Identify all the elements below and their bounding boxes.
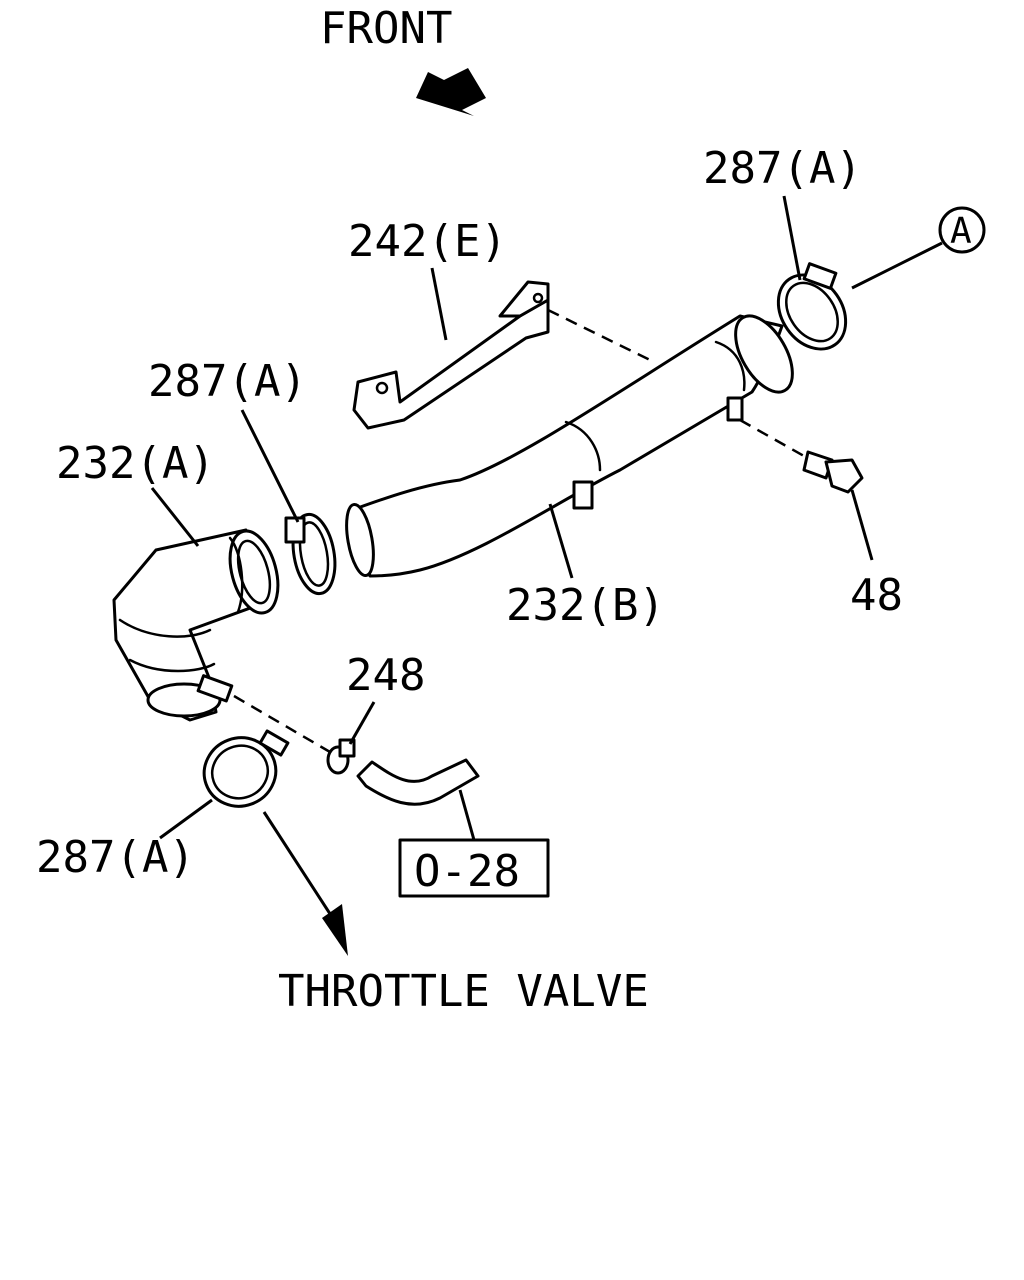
- leader-bracket: [430, 267, 448, 341]
- throttle-valve-arrow-icon: [322, 904, 348, 956]
- leader-clamp-bottom: [159, 798, 213, 840]
- hose-fitting-icon: [326, 738, 356, 775]
- clamp-top-right: [776, 262, 848, 351]
- callout-hose-fitting: 248: [346, 650, 425, 701]
- leader-hose-fitting: [348, 701, 376, 745]
- front-arrow-icon: [416, 68, 486, 116]
- vacuum-hose: [356, 758, 480, 806]
- front-label: FRONT: [320, 3, 452, 54]
- connection-marker-circle: [938, 206, 986, 254]
- callout-clamp-bottom: 287(A): [36, 832, 195, 883]
- leader-pipe: [548, 503, 574, 579]
- elbow-hose: [112, 528, 280, 722]
- bracket-alignment-line: [547, 308, 651, 362]
- leader-marker-a: [851, 241, 943, 290]
- callout-bracket: 242(E): [348, 216, 507, 267]
- leader-clamp-top-right: [782, 195, 802, 281]
- callout-pipe: 232(B): [506, 580, 665, 631]
- ref-box: [398, 838, 550, 898]
- callout-clamp-top-right: 287(A): [703, 143, 862, 194]
- leader-ref-box: [458, 789, 476, 841]
- throttle-valve-arrow-line: [262, 811, 336, 921]
- bolt-alignment-line: [739, 418, 805, 458]
- clamp-bottom: [202, 729, 290, 808]
- bracket: [352, 280, 550, 430]
- callout-bolt: 48: [850, 570, 903, 621]
- connection-marker-label: A: [950, 211, 972, 252]
- leader-elbow-hose: [150, 487, 200, 547]
- leader-bolt: [850, 489, 874, 561]
- callout-clamp-mid-left: 287(A): [148, 356, 307, 407]
- callout-ref-box: O-28: [414, 846, 520, 897]
- clamp-mid-left: [284, 512, 337, 596]
- callout-elbow-hose: 232(A): [56, 438, 215, 489]
- pipe: [345, 314, 794, 578]
- leader-clamp-mid-left: [240, 409, 300, 523]
- bolt-icon: [802, 450, 864, 494]
- destination-label: THROTTLE VALVE: [278, 966, 649, 1017]
